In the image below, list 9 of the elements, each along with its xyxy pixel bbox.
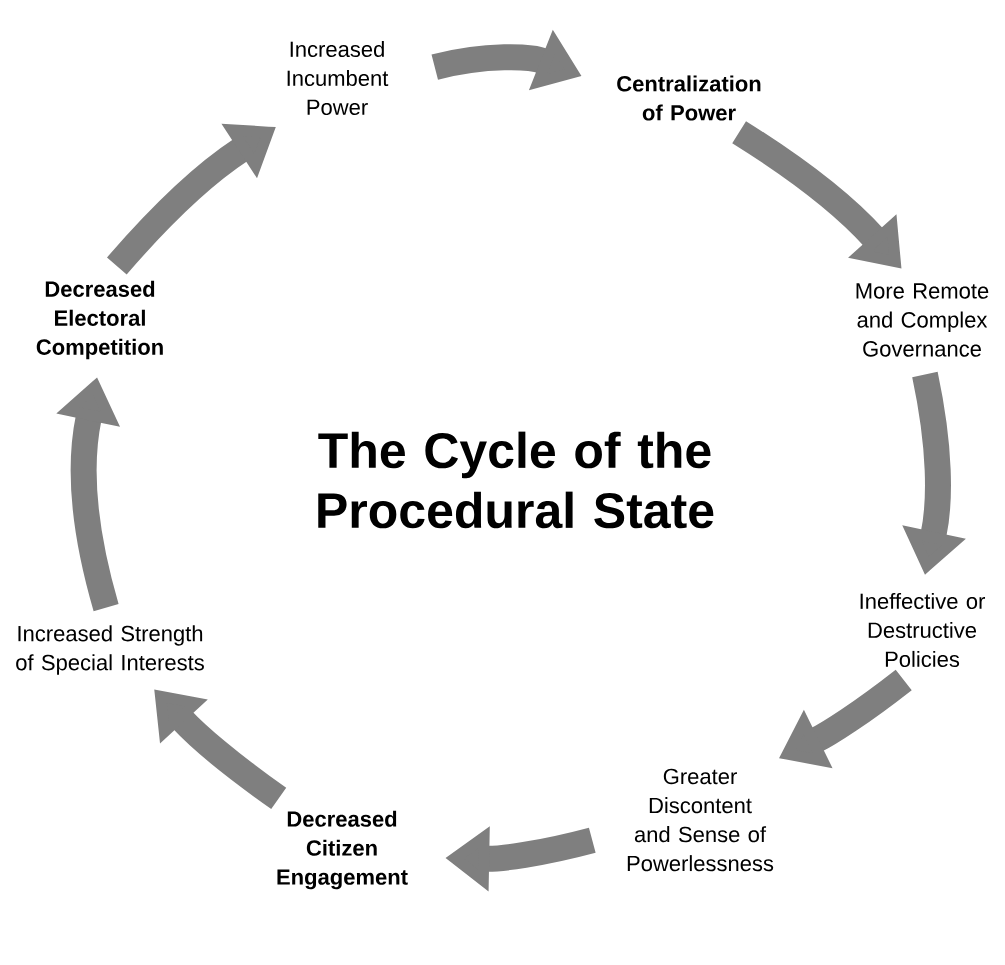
node-label: Greater Discontent and Sense of Powerlessness bbox=[627, 768, 774, 872]
title: The Cycle of the Procedural State bbox=[318, 431, 714, 529]
node-label: Increased Strength of Special Interests bbox=[16, 625, 204, 675]
node-label: Ineffective or Destructive Policies bbox=[860, 592, 985, 668]
node-label: Centralization of Power bbox=[617, 75, 761, 121]
node-label: Decreased Electoral Competition bbox=[36, 280, 163, 360]
node-label: Increased Incumbent Power bbox=[287, 40, 389, 116]
node-label: Decreased Citizen Engagement bbox=[277, 810, 408, 890]
node-label: More Remote and Complex Governance bbox=[856, 283, 989, 357]
